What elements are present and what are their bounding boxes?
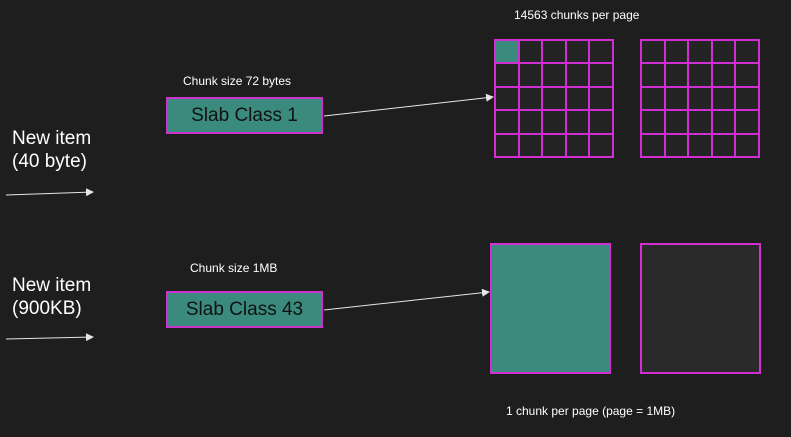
chunk-cell <box>735 110 759 134</box>
chunk-cell <box>542 40 566 64</box>
chunk-cell <box>495 133 519 157</box>
chunk-cell <box>565 133 590 157</box>
chunk-cell <box>711 86 736 111</box>
chunk-cell <box>641 63 665 87</box>
chunk-cell <box>688 63 712 87</box>
chunk-cell <box>735 133 759 157</box>
incoming-arrow-small <box>5 188 94 197</box>
chunk-cell <box>565 63 590 87</box>
new-item-large-label: New item (900KB) <box>12 274 91 320</box>
chunk-page-grid-1 <box>494 39 614 158</box>
chunk-cell <box>518 110 543 134</box>
chunk-cell <box>664 110 689 134</box>
chunk-page-grid-2 <box>640 39 760 158</box>
incoming-arrow-large <box>5 333 94 342</box>
chunk-cell <box>518 86 543 111</box>
large-page-filled <box>490 243 611 374</box>
chunk-cell <box>495 63 519 87</box>
chunk-cell <box>641 40 665 64</box>
chunk-cell <box>711 63 736 87</box>
chunk-cell <box>664 86 689 111</box>
new-item-large-line1: New item <box>12 275 92 296</box>
new-item-small-line1: New item <box>12 128 92 149</box>
chunk-cell <box>589 133 613 157</box>
chunk-cell <box>518 133 543 157</box>
chunk-cell <box>735 86 759 111</box>
new-item-large-line2: (900KB) <box>12 298 82 319</box>
chunk-cell <box>688 40 712 64</box>
chunk-cell <box>589 110 613 134</box>
chunks-per-page-caption: 14563 chunks per page <box>514 8 640 22</box>
chunk-cell <box>589 86 613 111</box>
slab-class-43-chunk-size: Chunk size 1MB <box>190 261 278 275</box>
chunk-cell <box>688 133 712 157</box>
slab-class-1-box: Slab Class 1 <box>166 97 323 134</box>
slab-43-to-page-arrow <box>323 288 490 311</box>
one-chunk-per-page-caption: 1 chunk per page (page = 1MB) <box>506 404 676 418</box>
chunk-cell <box>565 86 590 111</box>
chunk-cell <box>589 63 613 87</box>
chunk-cell <box>518 40 543 64</box>
chunk-cell <box>664 133 689 157</box>
chunk-cell <box>542 110 566 134</box>
slab-class-1-chunk-size: Chunk size 72 bytes <box>183 74 292 88</box>
chunk-cell <box>542 63 566 87</box>
chunk-cell <box>711 133 736 157</box>
chunk-cell <box>565 40 590 64</box>
chunk-cell <box>641 133 665 157</box>
chunk-cell <box>495 86 519 111</box>
large-page-empty <box>640 243 761 374</box>
new-item-small-line2: (40 byte) <box>12 151 87 172</box>
chunk-cell-used <box>495 40 519 64</box>
slab-class-43-box: Slab Class 43 <box>166 291 323 328</box>
chunk-cell <box>688 110 712 134</box>
chunk-cell <box>711 40 736 64</box>
chunk-cell <box>589 40 613 64</box>
chunk-cell <box>735 40 759 64</box>
chunk-cell <box>711 110 736 134</box>
chunk-cell <box>565 110 590 134</box>
slab-1-to-page-arrow <box>323 93 494 117</box>
chunk-cell <box>518 63 543 87</box>
chunk-cell <box>641 110 665 134</box>
new-item-small-label: New item (40 byte) <box>12 127 91 173</box>
chunk-cell <box>641 86 665 111</box>
chunk-cell <box>542 86 566 111</box>
chunk-cell <box>688 86 712 111</box>
chunk-cell <box>542 133 566 157</box>
chunk-cell <box>495 110 519 134</box>
chunk-cell <box>664 40 689 64</box>
chunk-cell <box>664 63 689 87</box>
chunk-cell <box>735 63 759 87</box>
